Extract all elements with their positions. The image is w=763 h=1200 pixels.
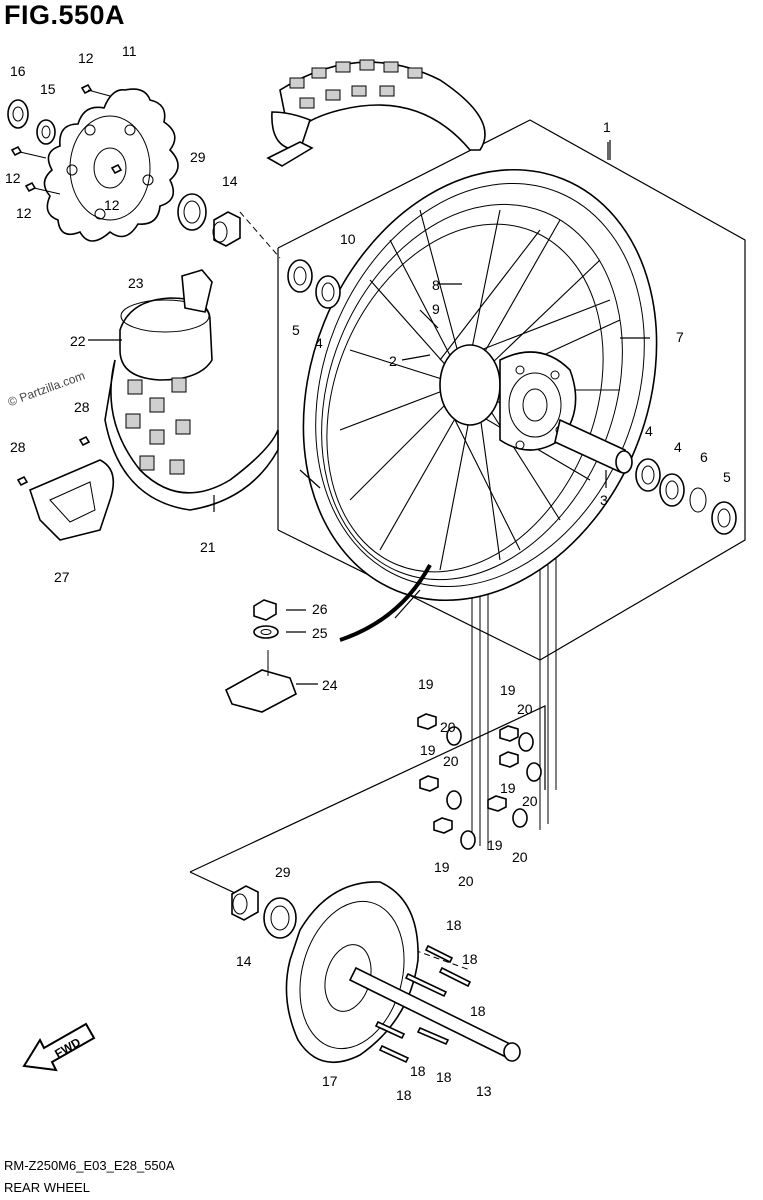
callout-12: 12 (104, 197, 120, 213)
callout-17: 17 (322, 1073, 338, 1089)
bearings-right (635, 458, 737, 535)
callout-19: 19 (420, 742, 436, 758)
callout-19: 19 (487, 837, 503, 853)
sprocket-nuts (417, 713, 519, 834)
callout-5: 5 (723, 469, 731, 485)
callout-18: 18 (446, 917, 462, 933)
rim-lock-parts (224, 599, 297, 713)
sprocket-washers (446, 726, 542, 850)
callout-4: 4 (674, 439, 682, 455)
fwd-arrow-icon: FWD (22, 1022, 96, 1072)
callout-24: 24 (322, 677, 338, 693)
spacer-and-collar-upper (177, 193, 241, 247)
callout-8: 8 (432, 277, 440, 293)
callout-29: 29 (190, 149, 206, 165)
spacer-and-collar-lower (231, 885, 297, 939)
callout-10: 10 (340, 231, 356, 247)
callout-labels: 1 2 3 4 4 4 5 5 6 7 8 9 10 11 12 12 12 1… (5, 43, 731, 1103)
callout-15: 15 (40, 81, 56, 97)
callout-18: 18 (462, 951, 478, 967)
sprocket-bolts (374, 944, 472, 1064)
brake-disc (43, 88, 179, 242)
callout-19: 19 (500, 682, 516, 698)
callout-20: 20 (512, 849, 528, 865)
callout-9: 9 (432, 301, 440, 317)
callout-18: 18 (410, 1063, 426, 1079)
callout-28: 28 (74, 399, 90, 415)
callout-28: 28 (10, 439, 26, 455)
callout-16: 16 (10, 63, 26, 79)
callout-20: 20 (458, 873, 474, 889)
seal-and-collar-left (7, 99, 56, 145)
leader-lines (88, 140, 650, 685)
figure-name: REAR WHEEL (4, 1180, 90, 1195)
callout-26: 26 (312, 601, 328, 617)
callout-19: 19 (434, 859, 450, 875)
callout-12: 12 (78, 50, 94, 66)
callout-7: 7 (676, 329, 684, 345)
callout-2: 2 (389, 353, 397, 369)
callout-20: 20 (440, 719, 456, 735)
callout-29: 29 (275, 864, 291, 880)
callout-6: 6 (700, 449, 708, 465)
callout-21: 21 (200, 539, 216, 555)
bearings-left (287, 259, 341, 309)
callout-20: 20 (443, 753, 459, 769)
rear-axle (348, 966, 521, 1062)
callout-20: 20 (522, 793, 538, 809)
callout-18: 18 (470, 1003, 486, 1019)
disc-bolts (10, 83, 123, 195)
callout-25: 25 (312, 625, 328, 641)
callout-23: 23 (128, 275, 144, 291)
callout-12: 12 (5, 170, 21, 186)
figure-title: FIG.550A (4, 0, 126, 30)
callout-27: 27 (54, 569, 70, 585)
callout-1: 1 (603, 119, 611, 135)
callout-19: 19 (418, 676, 434, 692)
callout-5: 5 (292, 322, 300, 338)
hub-spacer (554, 418, 633, 474)
callout-4: 4 (315, 335, 323, 351)
callout-18: 18 (436, 1069, 452, 1085)
callout-4: 4 (645, 423, 653, 439)
callout-13: 13 (476, 1083, 492, 1099)
tire-tube-left (104, 269, 279, 511)
callout-3: 3 (600, 492, 608, 508)
callout-14: 14 (236, 953, 252, 969)
valve-leader-curve (339, 564, 432, 642)
callout-18: 18 (396, 1087, 412, 1103)
disc-guard (16, 435, 115, 541)
wheel-hub (439, 344, 577, 451)
callout-22: 22 (70, 333, 86, 349)
callout-20: 20 (517, 701, 533, 717)
callout-19: 19 (500, 780, 516, 796)
callout-12: 12 (16, 205, 32, 221)
callout-11: 11 (122, 43, 137, 59)
callout-14: 14 (222, 173, 238, 189)
tire-upper-partial (266, 59, 486, 167)
rear-sprocket (285, 881, 419, 1064)
figure-code: RM-Z250M6_E03_E28_550A (4, 1158, 175, 1173)
